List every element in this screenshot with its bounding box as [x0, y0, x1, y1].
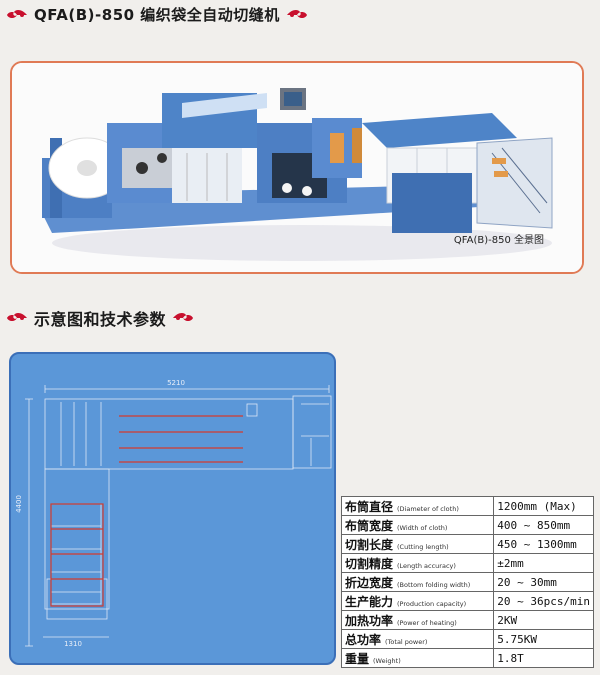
layout-diagram-card: 5210 4400 1310: [9, 352, 336, 665]
spec-label-zh: 折边宽度: [345, 575, 394, 590]
fleur-left-icon: [7, 313, 27, 321]
spec-label-zh: 布筒直径: [345, 499, 394, 514]
spec-label-zh: 重量: [345, 651, 370, 666]
layout-diagram: 5210 4400 1310: [15, 379, 332, 648]
spec-label-zh: 生产能力: [345, 594, 394, 609]
spec-value: 1200mm (Max): [493, 496, 594, 516]
spec-key: 布筒宽度(Width of cloth): [340, 515, 495, 535]
fleur-right-icon: [173, 313, 194, 321]
fleur-left-icon: [7, 9, 27, 18]
spec-label-en: (Width of cloth): [397, 523, 448, 532]
specs-title-banner: 示意图和技术参数: [6, 306, 194, 330]
spec-row: 重量(Weight)1.8T: [340, 648, 594, 668]
spec-label-zh: 布筒宽度: [345, 518, 394, 533]
spec-table: 布筒直径(Diameter of cloth)1200mm (Max)布筒宽度(…: [340, 496, 594, 668]
spec-label-en: (Length accuracy): [397, 561, 456, 570]
spec-key: 总功率(Total power): [340, 629, 495, 649]
spec-row: 布筒直径(Diameter of cloth)1200mm (Max): [340, 496, 594, 516]
spec-key: 布筒直径(Diameter of cloth): [340, 496, 495, 516]
spec-value: ±2mm: [493, 553, 594, 573]
spec-value: 2KW: [493, 610, 594, 630]
spec-key: 切割长度(Cutting length): [340, 534, 495, 554]
spec-key: 加热功率(Power of heating): [340, 610, 495, 630]
spec-value: 400 ~ 850mm: [493, 515, 594, 535]
spec-label-en: (Cutting length): [397, 542, 449, 551]
spec-row: 生产能力(Production capacity)20 ~ 36pcs/min: [340, 591, 594, 611]
spec-value: 20 ~ 30mm: [493, 572, 594, 592]
spec-label-zh: 切割精度: [345, 556, 394, 571]
width-dimension: 5210: [167, 379, 185, 387]
spec-label-zh: 总功率: [345, 632, 382, 647]
machine-title-banner: QFA(B)-850 编织袋全自动切缝机: [6, 4, 308, 25]
spec-label-en: (Diameter of cloth): [397, 504, 459, 513]
spec-label-en: (Production capacity): [397, 599, 467, 608]
machine-photo-card: QFA(B)-850 全景图: [10, 61, 584, 274]
spec-label-zh: 切割长度: [345, 537, 394, 552]
spec-label-en: (Weight): [373, 656, 401, 665]
specs-title: 示意图和技术参数: [34, 310, 167, 329]
spec-label-en: (Power of heating): [397, 618, 457, 627]
spec-label-en: (Total power): [385, 637, 428, 646]
spec-row: 切割长度(Cutting length)450 ~ 1300mm: [340, 534, 594, 554]
spec-row: 折边宽度(Bottom folding width)20 ~ 30mm: [340, 572, 594, 592]
machine-photo: [12, 63, 582, 272]
spec-key: 生产能力(Production capacity): [340, 591, 495, 611]
spec-key: 重量(Weight): [340, 648, 495, 668]
spec-row: 布筒宽度(Width of cloth)400 ~ 850mm: [340, 515, 594, 535]
spec-label-zh: 加热功率: [345, 613, 394, 628]
spec-value: 450 ~ 1300mm: [493, 534, 594, 554]
spec-value: 20 ~ 36pcs/min: [493, 591, 594, 611]
spec-row: 加热功率(Power of heating)2KW: [340, 610, 594, 630]
spec-row: 切割精度(Length accuracy)±2mm: [340, 553, 594, 573]
spec-value: 1.8T: [493, 648, 594, 668]
bottom-dimension: 1310: [64, 640, 82, 648]
fleur-right-icon: [286, 9, 307, 18]
height-dimension: 4400: [15, 495, 23, 513]
spec-key: 切割精度(Length accuracy): [340, 553, 495, 573]
photo-caption: QFA(B)-850 全景图: [453, 235, 544, 246]
spec-key: 折边宽度(Bottom folding width): [340, 572, 495, 592]
machine-title: QFA(B)-850 编织袋全自动切缝机: [34, 6, 280, 24]
spec-row: 总功率(Total power)5.75KW: [340, 629, 594, 649]
spec-value: 5.75KW: [493, 629, 594, 649]
spec-label-en: (Bottom folding width): [397, 580, 471, 589]
